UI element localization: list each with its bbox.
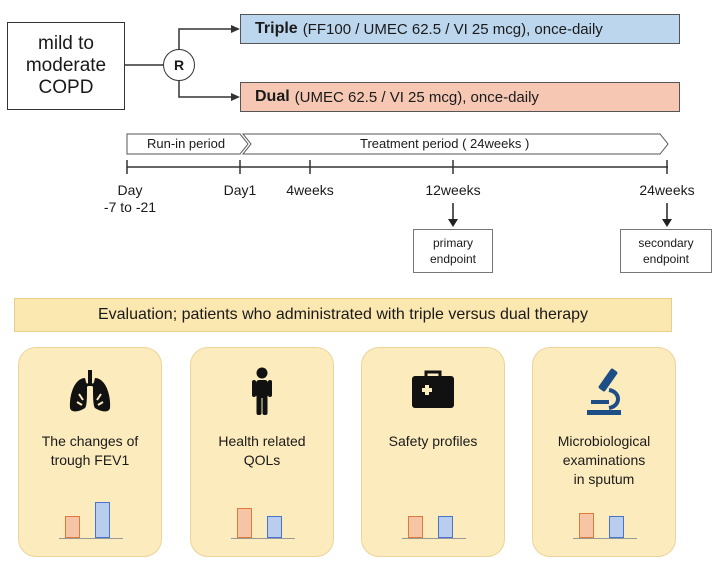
primary-endpoint-arrow bbox=[448, 219, 458, 227]
bar-triple-qol bbox=[267, 516, 282, 538]
randomization-node: R bbox=[163, 49, 195, 81]
card-label-micro: Microbiological examinations in sputum bbox=[557, 433, 651, 487]
bar-dual-safety bbox=[408, 516, 423, 538]
arm-dual-regimen: (UMEC 62.5 / VI 25 mcg), once-daily bbox=[294, 88, 539, 106]
tick-label-4weeks: 4weeks bbox=[286, 182, 334, 198]
card-label-safety: Safety profiles bbox=[388, 433, 478, 449]
randomization-connectors bbox=[125, 25, 240, 101]
randomization-label: R bbox=[173, 57, 185, 73]
primary-endpoint-label: primary endpoint bbox=[429, 236, 477, 266]
timeline bbox=[126, 133, 672, 227]
arm-dual-name: Dual bbox=[255, 88, 290, 105]
medical-kit-icon bbox=[362, 366, 504, 416]
arm-triple-regimen: (FF100 / UMEC 62.5 / VI 25 mcg), once-da… bbox=[302, 20, 603, 38]
evaluation-card-safety: Safety profiles bbox=[361, 347, 505, 557]
secondary-endpoint-label: secondary endpoint bbox=[638, 236, 694, 266]
secondary-endpoint-box: secondary endpoint bbox=[620, 229, 712, 273]
evaluation-card-fev1: The changes of trough FEV1 bbox=[18, 347, 162, 557]
evaluation-title: Evaluation; patients who administrated w… bbox=[97, 306, 589, 323]
population-label: mild to moderate COPD bbox=[25, 33, 107, 98]
bar-triple-safety bbox=[438, 516, 453, 538]
evaluation-card-qol: Health related QOLs bbox=[190, 347, 334, 557]
treatment-period-arrow bbox=[241, 133, 669, 155]
treatment-period-label: Treatment period ( 24weeks ) bbox=[360, 136, 530, 151]
tick-label-12weeks: 12weeks bbox=[425, 182, 481, 198]
lungs-icon bbox=[19, 366, 161, 416]
person-icon bbox=[191, 366, 333, 416]
population-box: mild to moderate COPD bbox=[7, 22, 125, 110]
primary-endpoint-box: primary endpoint bbox=[413, 229, 493, 273]
tick-label-day-minus: Day -7 to -21 bbox=[103, 182, 157, 215]
microscope-icon bbox=[533, 366, 675, 416]
runin-period-arrow bbox=[126, 133, 249, 155]
evaluation-banner: Evaluation; patients who administrated w… bbox=[14, 298, 672, 332]
bar-triple-micro bbox=[609, 516, 624, 538]
card-label-fev1: The changes of trough FEV1 bbox=[41, 433, 139, 468]
card-label-qol: Health related QOLs bbox=[218, 433, 306, 468]
bar-dual-qol bbox=[237, 508, 252, 538]
runin-period-label: Run-in period bbox=[147, 136, 226, 151]
bar-triple-fev1 bbox=[95, 502, 110, 538]
arm-dual: Dual (UMEC 62.5 / VI 25 mcg), once-daily bbox=[240, 82, 680, 112]
arm-triple: Triple (FF100 / UMEC 62.5 / VI 25 mcg), … bbox=[240, 14, 680, 44]
arm-triple-name: Triple bbox=[255, 20, 298, 37]
bar-dual-micro bbox=[579, 513, 594, 538]
tick-label-24weeks: 24weeks bbox=[639, 182, 695, 198]
secondary-endpoint-arrow bbox=[662, 219, 672, 227]
evaluation-card-micro: Microbiological examinations in sputum bbox=[532, 347, 676, 557]
tick-label-day1: Day1 bbox=[223, 182, 257, 198]
bar-dual-fev1 bbox=[65, 516, 80, 538]
